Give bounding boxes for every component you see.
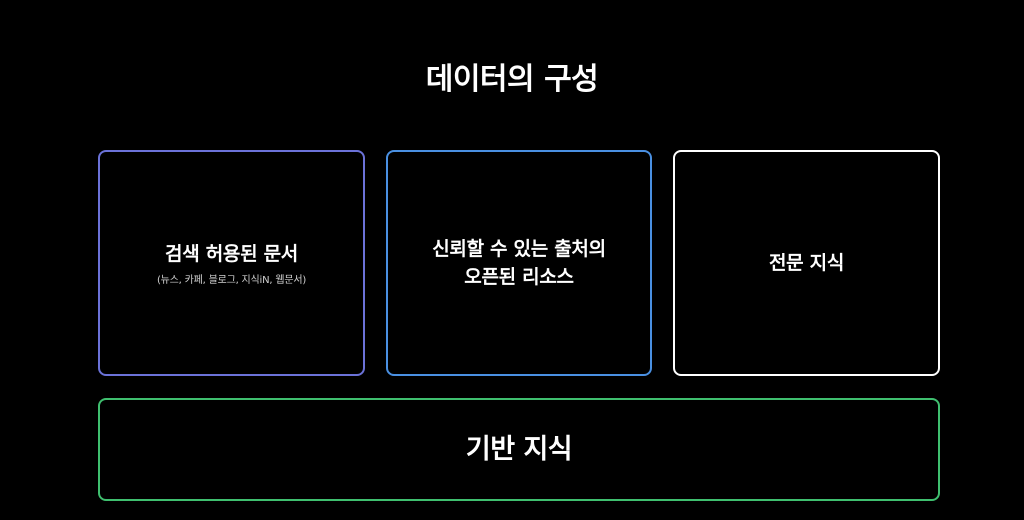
box-base-knowledge: 기반 지식 xyxy=(98,398,940,501)
diagram-title: 데이터의 구성 xyxy=(425,62,599,97)
box-title-line: 검색 허용된 문서 xyxy=(165,243,298,265)
box-title: 전문 지식 xyxy=(769,249,844,277)
base-title: 기반 지식 xyxy=(465,433,573,465)
box-title: 검색 허용된 문서 xyxy=(165,240,298,268)
box-title-line: 오픈된 리소스 xyxy=(464,266,574,288)
box-expert-knowledge: 전문 지식 xyxy=(673,150,940,376)
box-search-allowed-docs: 검색 허용된 문서 (뉴스, 카페, 블로그, 지식iN, 웹문서) xyxy=(98,150,365,376)
box-trusted-open-resources: 신뢰할 수 있는 출처의 오픈된 리소스 xyxy=(386,150,652,376)
box-title-line: 신뢰할 수 있는 출처의 xyxy=(432,238,606,260)
box-subtitle: (뉴스, 카페, 블로그, 지식iN, 웹문서) xyxy=(156,275,307,286)
box-title: 신뢰할 수 있는 출처의 오픈된 리소스 xyxy=(432,235,606,291)
box-title-line: 전문 지식 xyxy=(768,252,845,274)
